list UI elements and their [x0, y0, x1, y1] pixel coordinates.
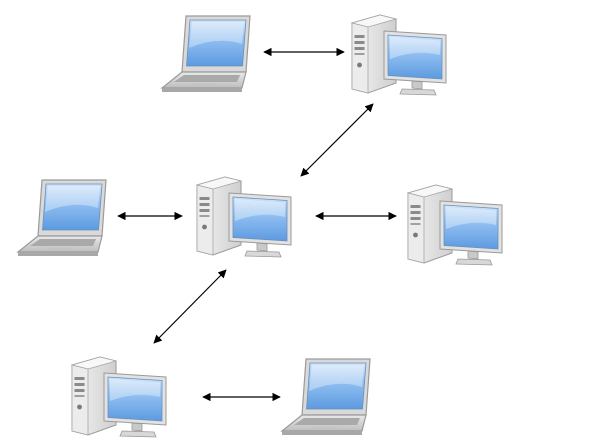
laptop-bottom-icon	[281, 358, 371, 436]
links	[117, 47, 397, 402]
desktop-top-right-icon	[351, 14, 447, 96]
laptop-left-icon	[17, 179, 107, 257]
desktop-right-icon	[407, 184, 503, 266]
laptop-top-icon	[161, 15, 251, 93]
link-desktop-center-to-desktop-bottom-left	[153, 269, 227, 344]
link-desktop-top-right-to-desktop-center	[300, 103, 374, 177]
desktop-bottom-left-icon	[71, 356, 167, 438]
desktop-center-icon	[196, 176, 292, 258]
